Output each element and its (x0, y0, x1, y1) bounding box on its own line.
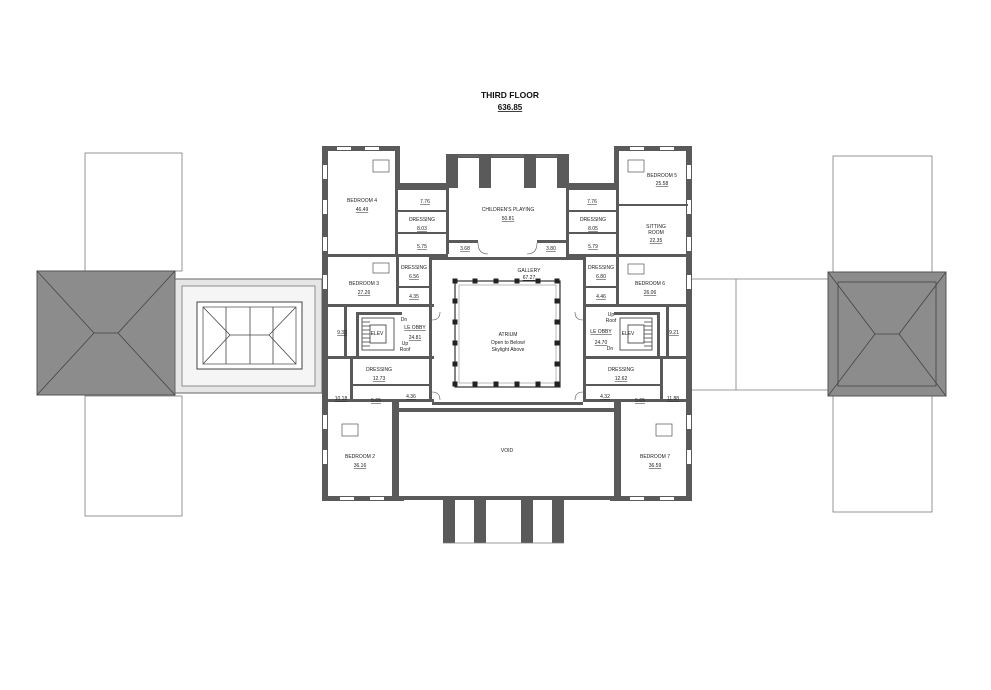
wc5-area: 5.79 (588, 244, 598, 250)
bedroom3-label: BEDROOM 3 (349, 281, 379, 287)
stair-left (361, 317, 395, 351)
atrium-column (452, 319, 458, 325)
atrium (454, 280, 561, 388)
gallery-area: 67.27 (523, 275, 536, 281)
atrium-column (554, 298, 560, 304)
atrium-column (493, 381, 499, 387)
gallery-label: GALLERY (518, 268, 542, 274)
atrium-column (452, 298, 458, 304)
dressing5-area: 8.05 (588, 226, 598, 232)
atrium-column (493, 278, 499, 284)
atrium-line2: Open to Below/ (491, 340, 526, 346)
dressing7-label: DRESSING (608, 367, 634, 373)
wc6-area: 4.46 (596, 294, 606, 300)
bath4-area: 7.76 (420, 199, 430, 205)
up-right-1: Up (608, 312, 615, 318)
bedroom5-label: BEDROOM 5 (647, 173, 677, 179)
left-roof (36, 270, 176, 396)
up-right-dn: Dn (607, 346, 614, 352)
bedroom5-area: 25.58 (656, 181, 669, 187)
atrium-column (452, 381, 458, 387)
elev-right-label: ELEV (622, 331, 635, 337)
bath5-area: 7.76 (587, 199, 597, 205)
atrium-column (554, 319, 560, 325)
bedroom2-label: BEDROOM 2 (345, 454, 375, 460)
atrium-column (535, 381, 541, 387)
atrium-column (554, 278, 560, 284)
sitting-label-1: SITTING (646, 224, 666, 230)
left-skylight (174, 278, 323, 394)
wc2-area: 5.65 (371, 398, 381, 404)
dressing4-label: DRESSING (409, 217, 435, 223)
atrium-column (472, 381, 478, 387)
up-left-1: Up (402, 341, 409, 347)
elev-left-label: ELEV (371, 331, 384, 337)
plan-title: THIRD FLOOR (481, 90, 539, 100)
dressing5-label: DRESSING (580, 217, 606, 223)
elev-right-lobby: LE OBBY (590, 329, 612, 335)
sitting-area: 22.35 (650, 238, 663, 244)
window-marks (323, 147, 691, 500)
wc3-area: 4.35 (409, 294, 419, 300)
up-left-dn: Dn (401, 317, 408, 323)
atrium-columns (452, 278, 560, 387)
stair-right (619, 317, 653, 351)
childrens-label: CHILDREN'S PLAYING (482, 207, 535, 213)
atrium-column (452, 278, 458, 284)
dressing6-area: 6.80 (596, 274, 606, 280)
dressing7-area: 12.62 (615, 376, 628, 382)
bedroom7-label: BEDROOM 7 (640, 454, 670, 460)
dressing2-label: DRESSING (366, 367, 392, 373)
bath2-area: 10.18 (335, 396, 348, 402)
lobby-right-area: 3.80 (546, 246, 556, 252)
bedroom6-label: BEDROOM 6 (635, 281, 665, 287)
elev-left-lobby: LE OBBY (404, 325, 426, 331)
door-arcs (431, 242, 584, 401)
up-right-2: Roof (606, 318, 617, 324)
bedroom2-area: 36.16 (354, 463, 367, 469)
sitting-label-2: ROOM (648, 230, 664, 236)
dressing4-area: 8.03 (417, 226, 427, 232)
up-left-2: Roof (400, 347, 411, 353)
atrium-column (514, 381, 520, 387)
atrium-column (452, 340, 458, 346)
bedroom3-area: 27.26 (358, 290, 371, 296)
bath7-area: 11.88 (667, 396, 679, 402)
dressing2-area: 12.73 (373, 376, 386, 382)
dressing3-label: DRESSING (401, 265, 427, 271)
elev-left-area: 24.81 (409, 335, 422, 341)
interior-walls (324, 188, 690, 500)
elev-right-area: 24.70 (595, 340, 608, 346)
wc7-area: 5.65 (635, 398, 645, 404)
bedroom4-label: BEDROOM 4 (347, 198, 377, 204)
beds (341, 159, 673, 437)
void-label: VOID (501, 448, 514, 454)
right-roof (827, 271, 947, 397)
atrium-line3: Skylight Above (492, 347, 525, 353)
bath-right-area: 9.21 (669, 330, 679, 336)
dressing3-area: 6.56 (409, 274, 419, 280)
bottom-portico (443, 500, 564, 544)
atrium-column (554, 340, 560, 346)
atrium-column (554, 361, 560, 367)
hall2-area: 4.36 (406, 394, 416, 400)
bedroom4-area: 46.49 (356, 207, 369, 213)
plan-total-area: 636.85 (498, 103, 523, 112)
atrium-column (514, 278, 520, 284)
bedroom7-area: 36.59 (649, 463, 662, 469)
atrium-column (554, 381, 560, 387)
wc4-area: 5.75 (417, 244, 427, 250)
lobby-left-area: 3.68 (460, 246, 470, 252)
bedroom6-area: 26.06 (644, 290, 657, 296)
atrium-column (472, 278, 478, 284)
exterior-walls (322, 146, 692, 501)
hall7-area: 4.32 (600, 394, 610, 400)
bath-left-area: 9.33 (337, 330, 347, 336)
atrium-label: ATRIUM (499, 332, 518, 338)
childrens-area: 50.81 (502, 216, 515, 222)
atrium-column (452, 361, 458, 367)
dressing6-label: DRESSING (588, 265, 614, 271)
atrium-column (535, 278, 541, 284)
